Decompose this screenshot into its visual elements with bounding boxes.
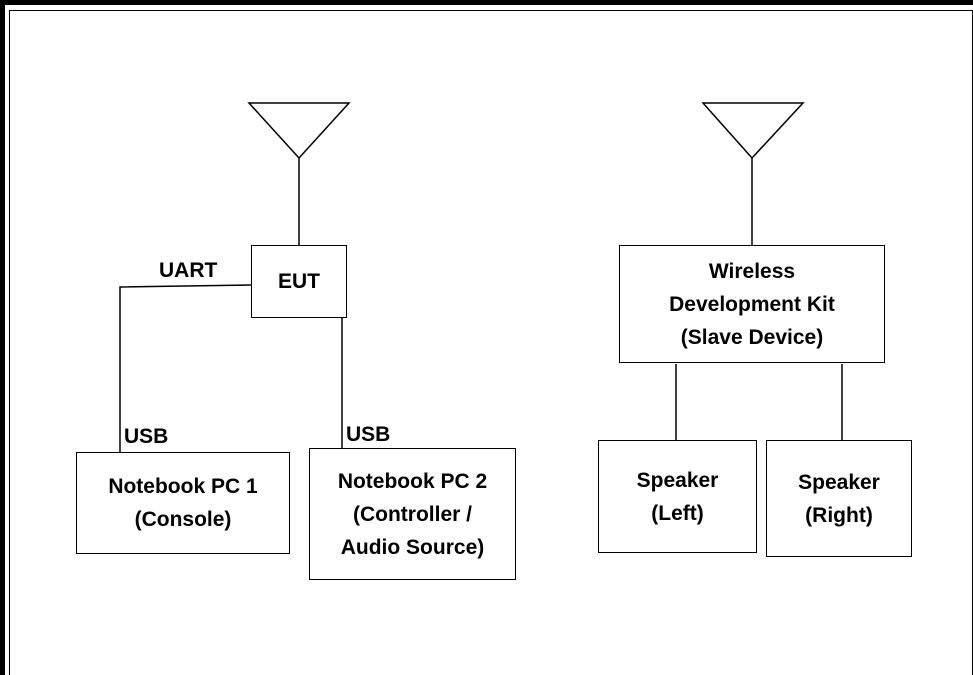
usb-label-1: USB [124, 425, 169, 448]
usb-label-2: USB [346, 423, 391, 446]
wireless-development-kit-box: Wireless Development Kit (Slave Device) [619, 245, 885, 363]
uart-usb-link-1 [119, 284, 252, 453]
uart-label: UART [159, 259, 218, 282]
eut-box: EUT [251, 245, 347, 318]
speaker-left-box: Speaker (Left) [598, 440, 757, 553]
speaker-right-box: Speaker (Right) [766, 440, 912, 557]
right-antenna-icon [701, 102, 805, 160]
notebook-pc-2-box: Notebook PC 2 (Controller / Audio Source… [309, 448, 516, 580]
left-antenna-icon [247, 102, 351, 160]
notebook-pc-1-box: Notebook PC 1 (Console) [76, 452, 290, 554]
